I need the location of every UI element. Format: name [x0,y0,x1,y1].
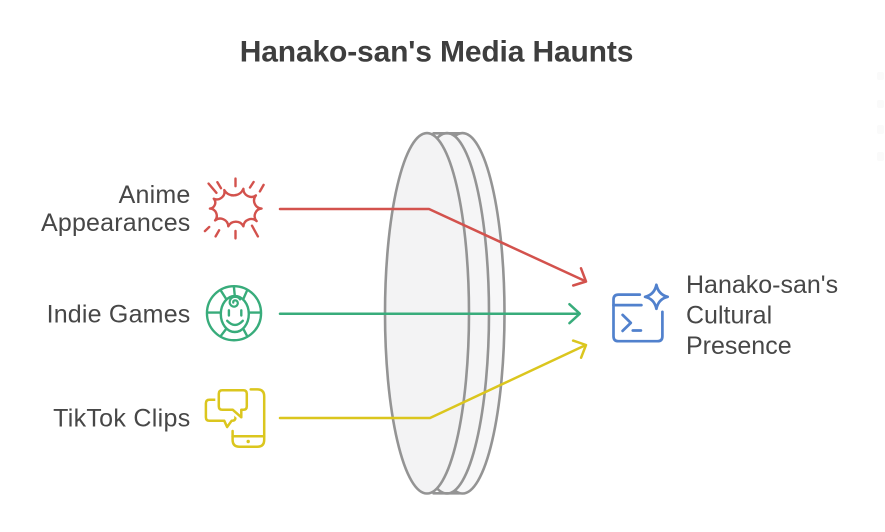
svg-text:Cultural: Cultural [686,302,772,330]
svg-text:Anime: Anime [119,181,191,209]
svg-text:Presence: Presence [686,332,792,360]
svg-text:Hanako-san's: Hanako-san's [686,271,838,299]
svg-text:Appearances: Appearances [41,209,191,237]
svg-text:Indie Games: Indie Games [47,301,191,329]
svg-text:Hanako-san's Media Haunts: Hanako-san's Media Haunts [240,36,634,69]
svg-text:TikTok Clips: TikTok Clips [53,405,190,433]
